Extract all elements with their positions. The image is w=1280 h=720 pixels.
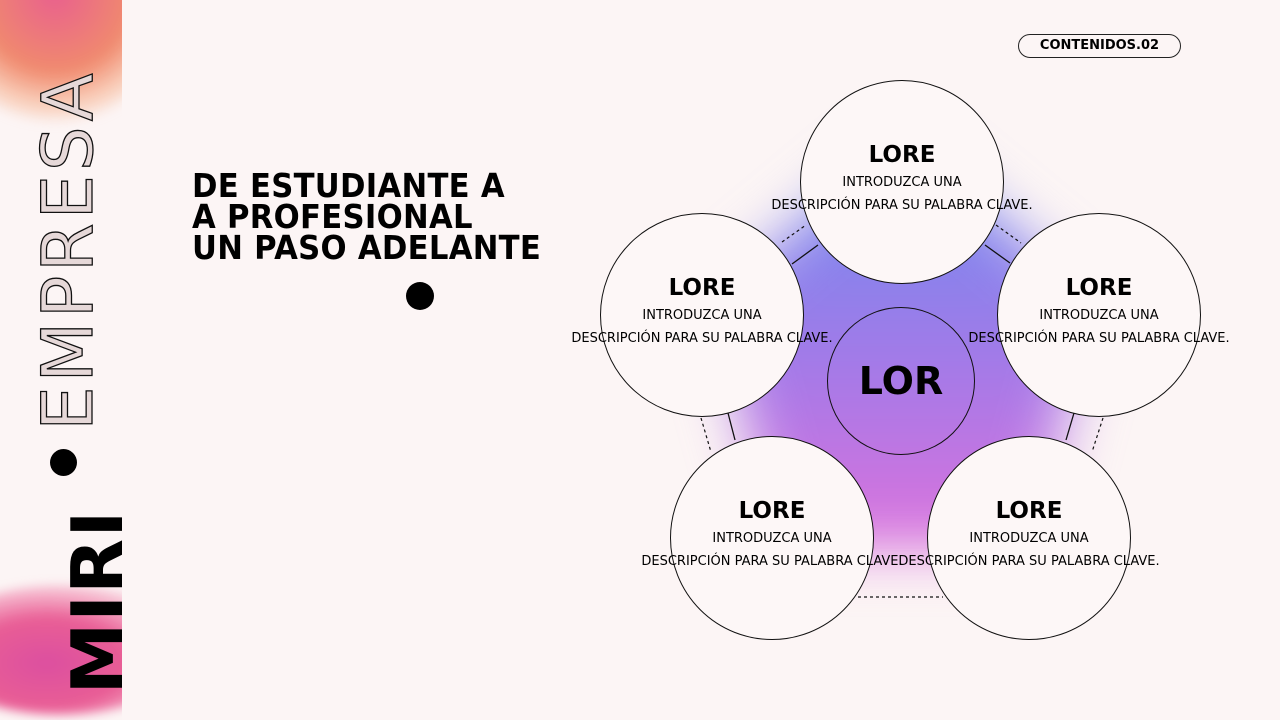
- sidebar: EMPRESA MIRI: [0, 0, 122, 720]
- node-line1: INTRODUZCA UNA: [969, 531, 1089, 546]
- node-circle: [800, 80, 1004, 284]
- node-circle: [670, 436, 874, 640]
- node-circle: [997, 213, 1201, 417]
- bullet-dot: [50, 449, 77, 476]
- headline-line: A PROFESIONAL: [192, 197, 473, 236]
- node-line2: DESCRIPCIÓN PARA SU PALABRA CLAVE.: [898, 554, 1160, 569]
- node-title: LORE: [995, 498, 1063, 524]
- node-line1: INTRODUZCA UNA: [1039, 308, 1159, 323]
- node-line1: INTRODUZCA UNA: [712, 531, 832, 546]
- node-title: LORE: [668, 275, 736, 301]
- node-circle: [600, 213, 804, 417]
- center-circle: [827, 307, 975, 455]
- headline: DE ESTUDIANTE A A PROFESIONAL UN PASO AD…: [192, 166, 542, 267]
- node-line1: INTRODUZCA UNA: [642, 308, 762, 323]
- decorative-dot: [406, 282, 434, 310]
- node-line2: DESCRIPCIÓN PARA SU PALABRA CLAVE.: [771, 198, 1033, 213]
- node-circle: [927, 436, 1131, 640]
- node-line1: INTRODUZCA UNA: [842, 175, 962, 190]
- gradient-blob: [0, 585, 122, 715]
- node-line2: DESCRIPCIÓN PARA SU PALABRA CLAVE.: [571, 331, 833, 346]
- center-title: LOR: [858, 359, 944, 403]
- node-line2: DESCRIPCIÓN PARA SU PALABRA CLAVE.: [968, 331, 1230, 346]
- section-badge: CONTENIDOS.02: [1018, 34, 1181, 58]
- node-title: LORE: [868, 142, 936, 168]
- node-title: LORE: [738, 498, 806, 524]
- headline-line: DE ESTUDIANTE A: [192, 166, 505, 205]
- node-line2: DESCRIPCIÓN PARA SU PALABRA CLAVE.: [641, 554, 903, 569]
- headline-line: UN PASO ADELANTE: [192, 228, 542, 267]
- node-title: LORE: [1065, 275, 1133, 301]
- gradient-blob: [0, 0, 122, 120]
